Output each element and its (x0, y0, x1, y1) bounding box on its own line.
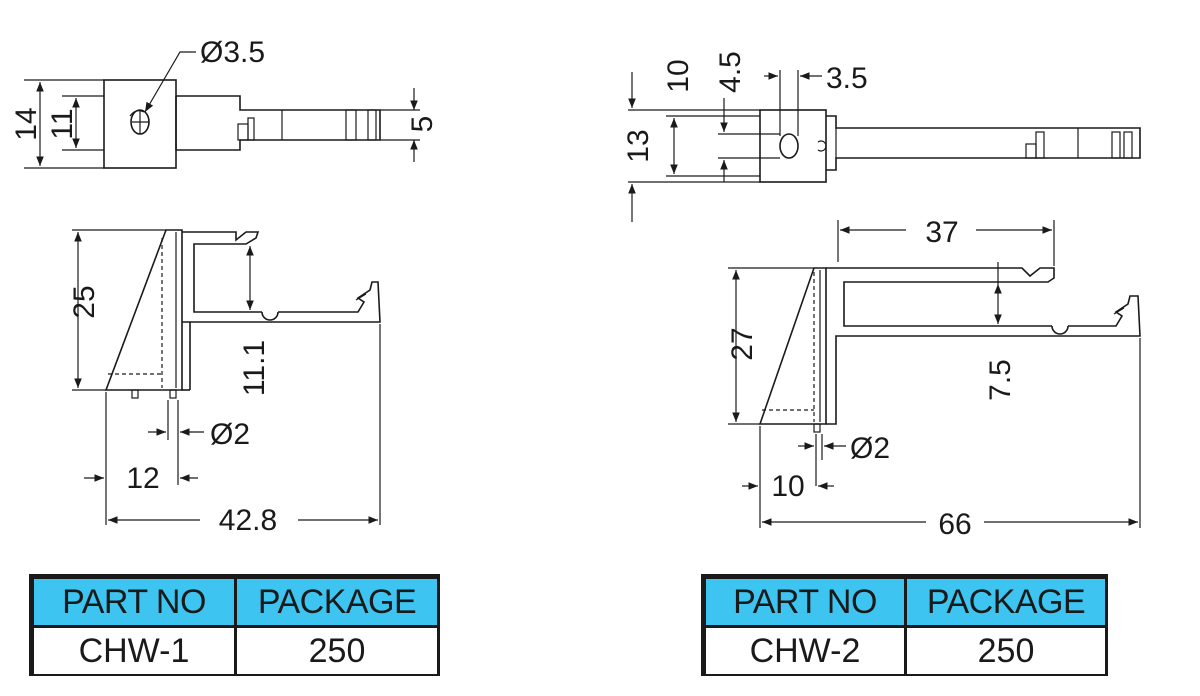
dim-11-1: 11.1 (238, 340, 271, 396)
dim-66: 66 (938, 508, 971, 541)
header-package: PACKAGE (907, 579, 1105, 625)
dim-14: 14 (10, 107, 43, 140)
chw2-side-view (758, 267, 1141, 433)
dim-11: 11 (46, 108, 79, 139)
header-package: PACKAGE (237, 579, 437, 625)
part-table-chw1: PART NO PACKAGE CHW-1 250 (29, 574, 440, 676)
dim-5: 5 (406, 116, 439, 133)
dim-4-5: 4.5 (714, 51, 747, 93)
chw2-top-dims: 13 10 4.5 3.5 (622, 51, 868, 222)
part-table-chw2: PART NO PACKAGE CHW-2 250 (701, 574, 1108, 676)
dim-diameter-2-right: Ø2 (850, 432, 890, 465)
package-count: 250 (237, 628, 437, 674)
chw1-top-view (103, 79, 381, 169)
dim-27: 27 (726, 327, 759, 360)
dim-13: 13 (622, 129, 655, 162)
dim-42-8: 42.8 (219, 504, 277, 537)
package-count: 250 (907, 628, 1105, 674)
dim-10-bottom: 10 (771, 470, 804, 503)
chw1-side-view (104, 229, 381, 399)
dim-diameter-2: Ø2 (210, 418, 250, 451)
header-part-no: PART NO (706, 579, 904, 625)
dim-3-5: 3.5 (826, 62, 868, 95)
chw1-top-dims: 14 11 Ø3.5 5 (10, 36, 439, 169)
chw2-side-dims: 37 27 7.5 Ø2 10 66 (726, 216, 1141, 541)
dim-12: 12 (126, 462, 159, 495)
dim-diameter-3-5: Ø3.5 (200, 36, 265, 69)
chw1-side-dims: 25 11.1 Ø2 12 42.8 (68, 229, 381, 537)
part-number: CHW-1 (34, 628, 234, 674)
header-part-no: PART NO (34, 579, 234, 625)
dim-7-5: 7.5 (984, 359, 1017, 401)
dim-37: 37 (925, 216, 958, 249)
dim-10-top: 10 (662, 59, 695, 92)
chw2-top-view (759, 109, 1141, 183)
part-number: CHW-2 (706, 628, 904, 674)
dim-25: 25 (68, 285, 101, 318)
